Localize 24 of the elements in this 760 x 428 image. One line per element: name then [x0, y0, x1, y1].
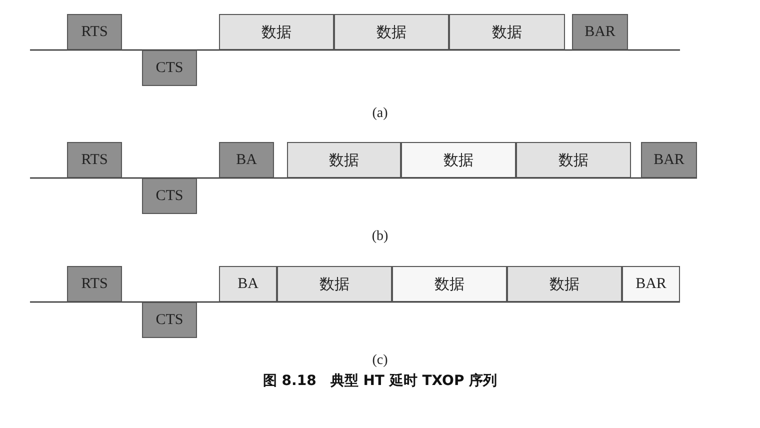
frame-box: 数据 [449, 14, 565, 50]
frame-box: 数据 [219, 14, 334, 50]
frame-box: 数据 [507, 266, 622, 302]
frame-box: CTS [142, 178, 197, 214]
caption: 图 8.18 典型 HT 延时 TXOP 序列 [262, 372, 498, 390]
frame-box: BA [219, 266, 277, 302]
frame-box: 数据 [277, 266, 392, 302]
frame-box: 数据 [516, 142, 631, 178]
frame-box: BAR [622, 266, 680, 302]
subfigure-label: (a) [371, 106, 389, 122]
frame-box: CTS [142, 50, 197, 86]
frame-box: BAR [641, 142, 697, 178]
frame-box: 数据 [392, 266, 507, 302]
frame-box: 数据 [401, 142, 516, 178]
frame-box: 数据 [334, 14, 449, 50]
frame-box: RTS [67, 266, 122, 302]
frame-box: RTS [67, 142, 122, 178]
frame-box: CTS [142, 302, 197, 338]
frame-box: BAR [572, 14, 628, 50]
frame-box: 数据 [287, 142, 401, 178]
frame-box: RTS [67, 14, 122, 50]
subfigure-label: (c) [371, 353, 389, 369]
frame-box: BA [219, 142, 274, 178]
subfigure-label: (b) [370, 229, 390, 245]
